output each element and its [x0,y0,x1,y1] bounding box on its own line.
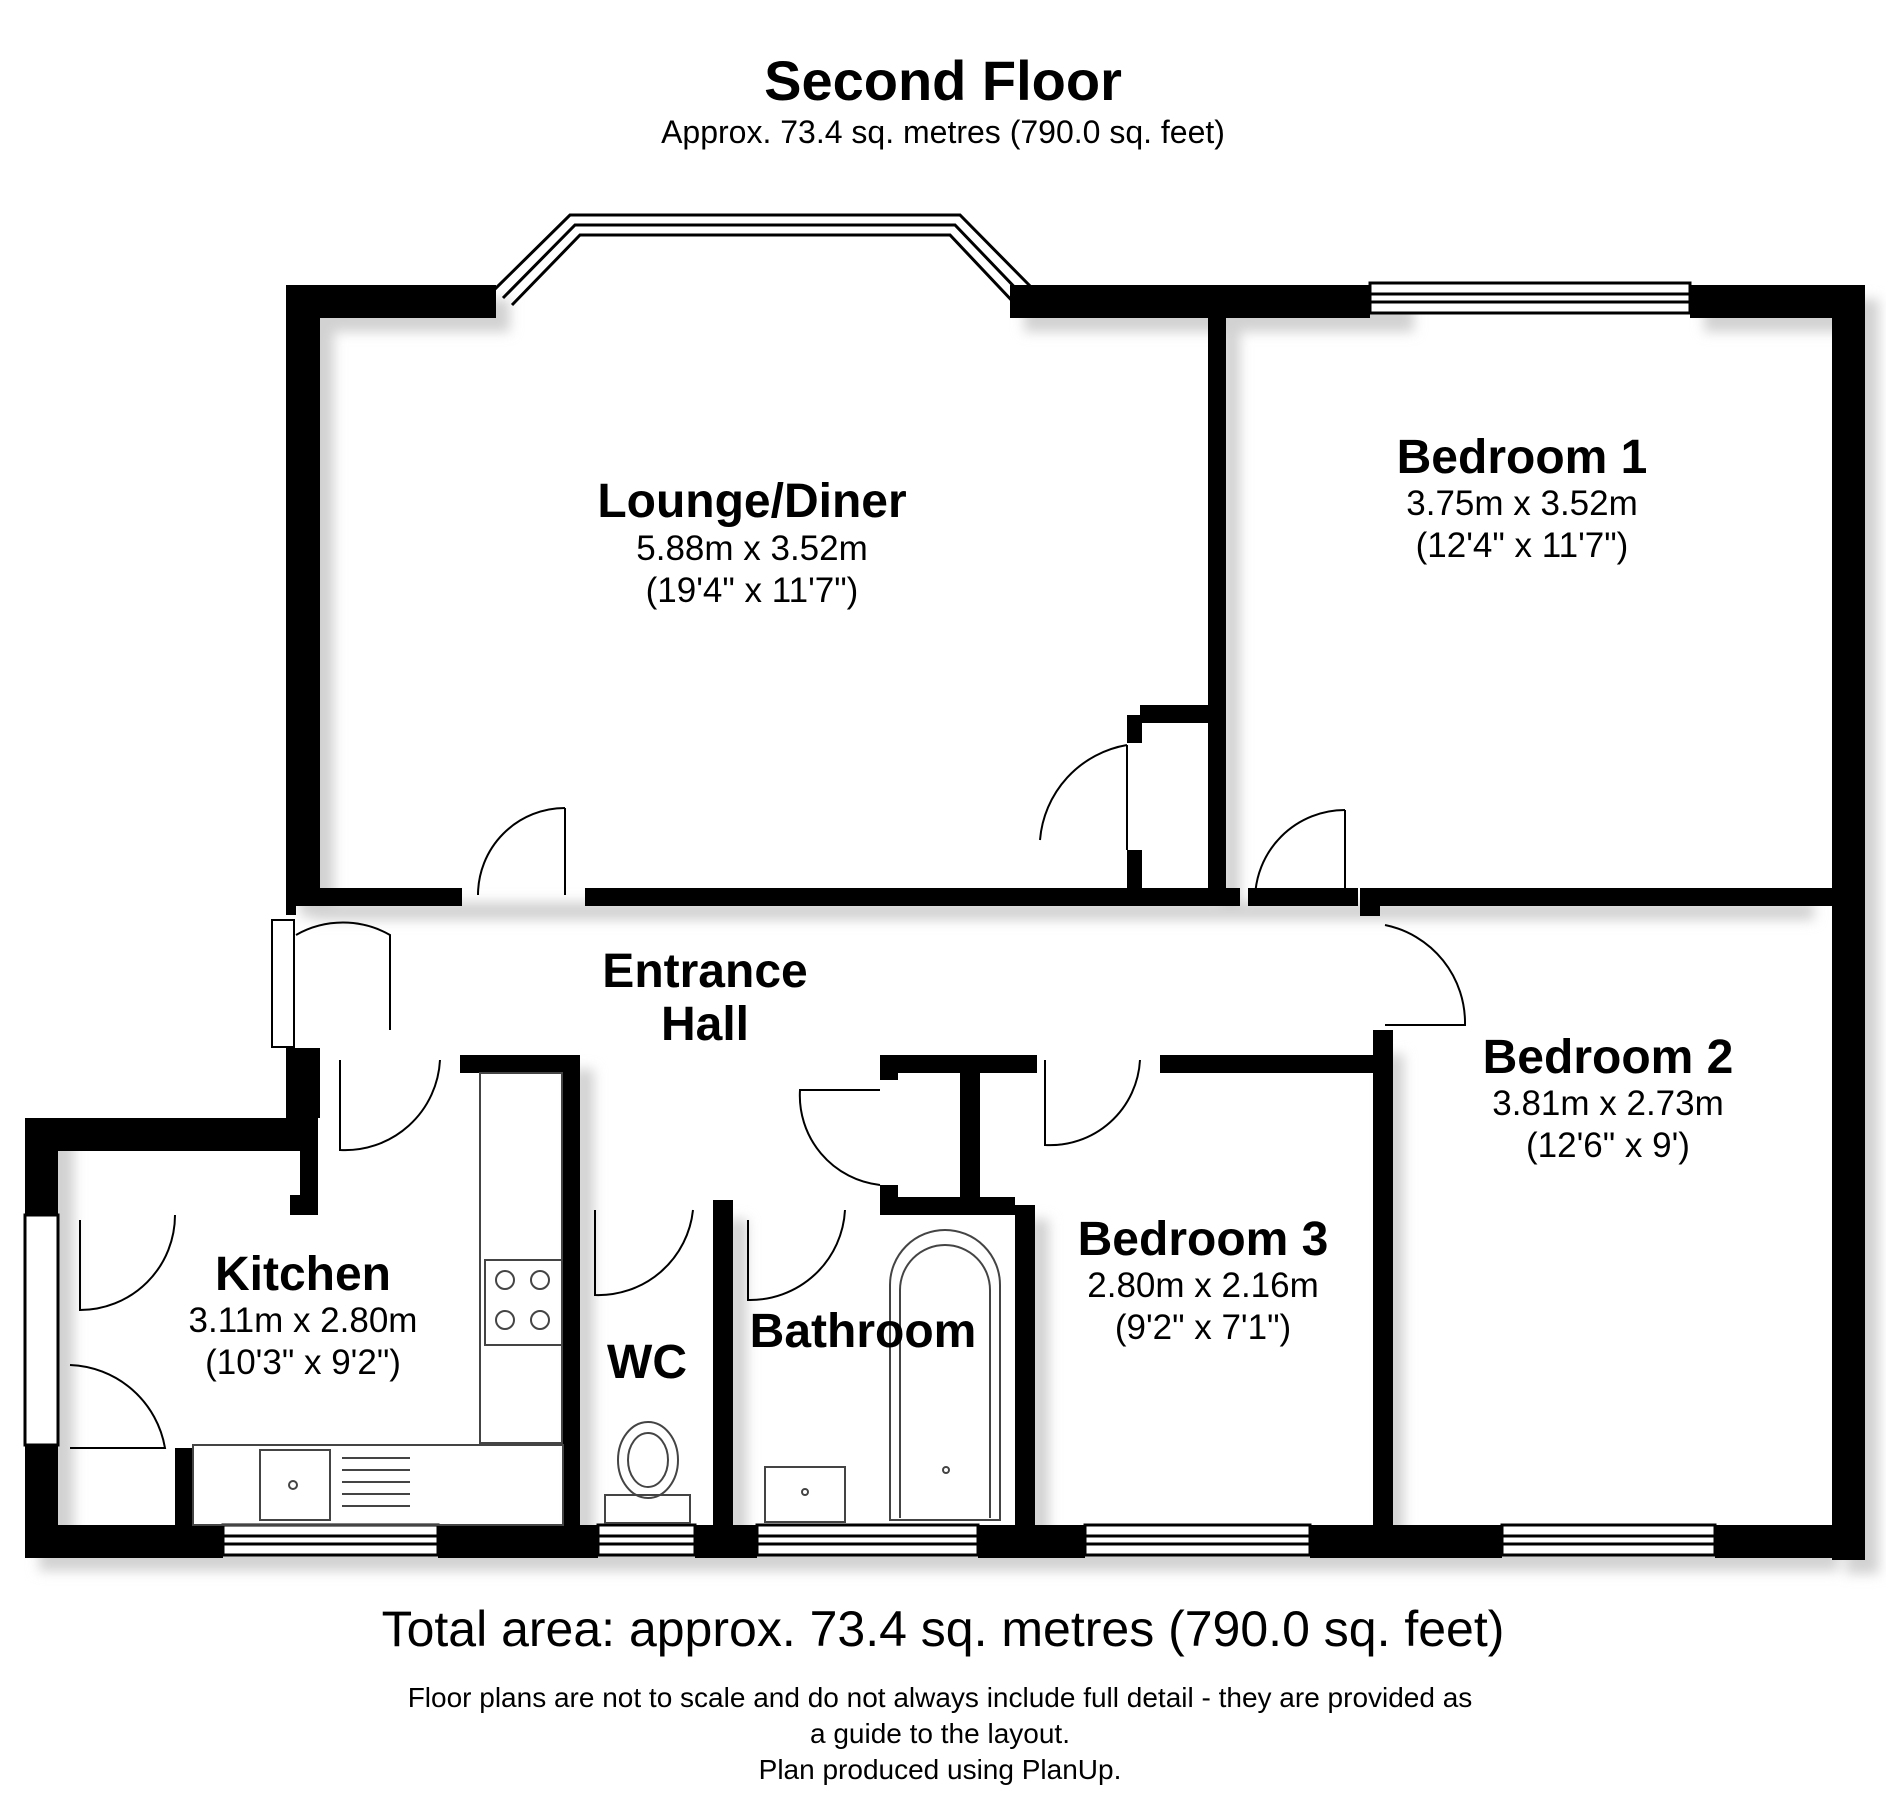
wall-left-lounge [286,285,320,903]
bedroom1-dim-m: 3.75m x 3.52m [1406,484,1638,523]
disclaimer-line-1: Floor plans are not to scale and do not … [407,1682,1473,1713]
plan-credit: Plan produced using PlanUp. [758,1754,1122,1785]
wall-bottom-1 [25,1525,223,1558]
bedroom2-dim-ft: (12'6" x 9') [1526,1126,1690,1165]
counter-bottom [192,1444,564,1526]
doors [69,744,1467,1449]
wall-ext-door-jamb [175,1448,193,1528]
wall-bed3-top-right [1160,1055,1375,1073]
hob [484,1259,563,1346]
wall-wc-top-jamb [713,1200,733,1222]
hall-line1: Entrance [602,945,807,998]
wall-bed1-bottom [1380,888,1865,906]
window-bedroom1 [1368,281,1692,315]
toilet-cistern [604,1494,691,1524]
bedroom3-dim-m: 2.80m x 2.16m [1087,1266,1319,1305]
wall-bed3-top-left [975,1055,1037,1073]
disclaimer-line-2: a guide to the layout. [810,1718,1070,1749]
wall-bottom-3 [695,1525,757,1558]
bedroom2-dim-m: 3.81m x 2.73m [1492,1084,1724,1123]
kitchen-name: Kitchen [215,1248,391,1301]
bedroom1-name: Bedroom 1 [1397,431,1648,484]
wall-bottom-4 [978,1525,1085,1558]
basin [764,1466,846,1523]
wall-cupboard-left-stub [880,1055,898,1080]
wall-bed2-left [1373,1030,1393,1525]
disclaimer: Floor plans are not to scale and do not … [200,1680,1680,1788]
kitchen-dim-m: 3.11m x 2.80m [189,1301,418,1340]
wc-fittings [604,1421,691,1524]
wall-kitchen-top-right [460,1055,580,1073]
bedroom3-dim-ft: (9'2" x 7'1") [1115,1308,1291,1347]
window-bedroom3 [1083,1523,1312,1557]
wall-kitchen-step [290,1195,318,1215]
floor-title: Second Floor [764,49,1122,112]
chimney [1140,705,1210,723]
lounge-dim-m: 5.88m x 3.52m [636,529,868,568]
room-labels: Lounge/Diner 5.88m x 3.52m (19'4" x 11'7… [189,431,1734,1389]
chimney-stub-bot [1127,850,1142,890]
kitchen-fittings [192,1072,564,1526]
wall-bottom-2 [438,1525,598,1558]
bedroom1-dim-ft: (12'4" x 11'7") [1416,526,1629,565]
hall-line2: Hall [661,998,749,1051]
window-bedroom2 [1500,1523,1717,1557]
chimney-stub-top [1127,715,1142,743]
bedroom3-name: Bedroom 3 [1078,1213,1329,1266]
wall-lounge-bottom-left [286,888,462,906]
bay-window [492,213,1036,307]
bathroom-name: Bathroom [750,1305,977,1358]
window-ext-left [23,1213,60,1447]
wall-cupboard-bot-stub [880,1185,898,1205]
drainer [342,1457,410,1507]
wall-bottom-6 [1715,1525,1865,1558]
wall-lounge-bed1 [1208,315,1226,905]
wall-wc-bath [713,1205,733,1525]
sink [259,1449,331,1521]
wall-right [1832,285,1865,1560]
toilet-bowl [617,1421,679,1499]
window-wc [596,1523,697,1557]
lounge-name: Lounge/Diner [597,475,906,528]
bedroom2-name: Bedroom 2 [1483,1031,1734,1084]
wall-cupboard-right [960,1055,980,1205]
wall-bottom-5 [1310,1525,1502,1558]
lounge-dim-ft: (19'4" x 11'7") [646,571,859,610]
wall-hall-right-top [1248,888,1358,906]
window-kitchen [221,1523,440,1557]
windows [23,281,1717,1557]
bath [889,1229,1001,1521]
wall-bath-top [880,1197,1015,1215]
wc-name: WC [607,1336,687,1389]
wall-top-middle [1010,285,1370,318]
wall-kitchen-right [562,1055,580,1525]
kitchen-dim-ft: (10'3" x 9'2") [205,1343,401,1382]
wall-top-left [286,285,496,318]
wall-bath-right [1015,1205,1035,1525]
floor-area: Approx. 73.4 sq. metres (790.0 sq. feet) [661,114,1225,150]
walls [25,285,1865,1560]
wall-bed1-stub [1360,888,1380,916]
wall-lounge-bottom-mid [585,888,1240,906]
wall-cupboard-top [880,1055,960,1073]
worktop [479,1072,563,1444]
wall-hall-left-top [286,905,296,915]
bathroom-fittings [764,1229,1001,1523]
total-area: Total area: approx. 73.4 sq. metres (790… [381,1601,1505,1657]
window-bathroom [755,1523,980,1557]
wall-ext-top [25,1118,318,1151]
